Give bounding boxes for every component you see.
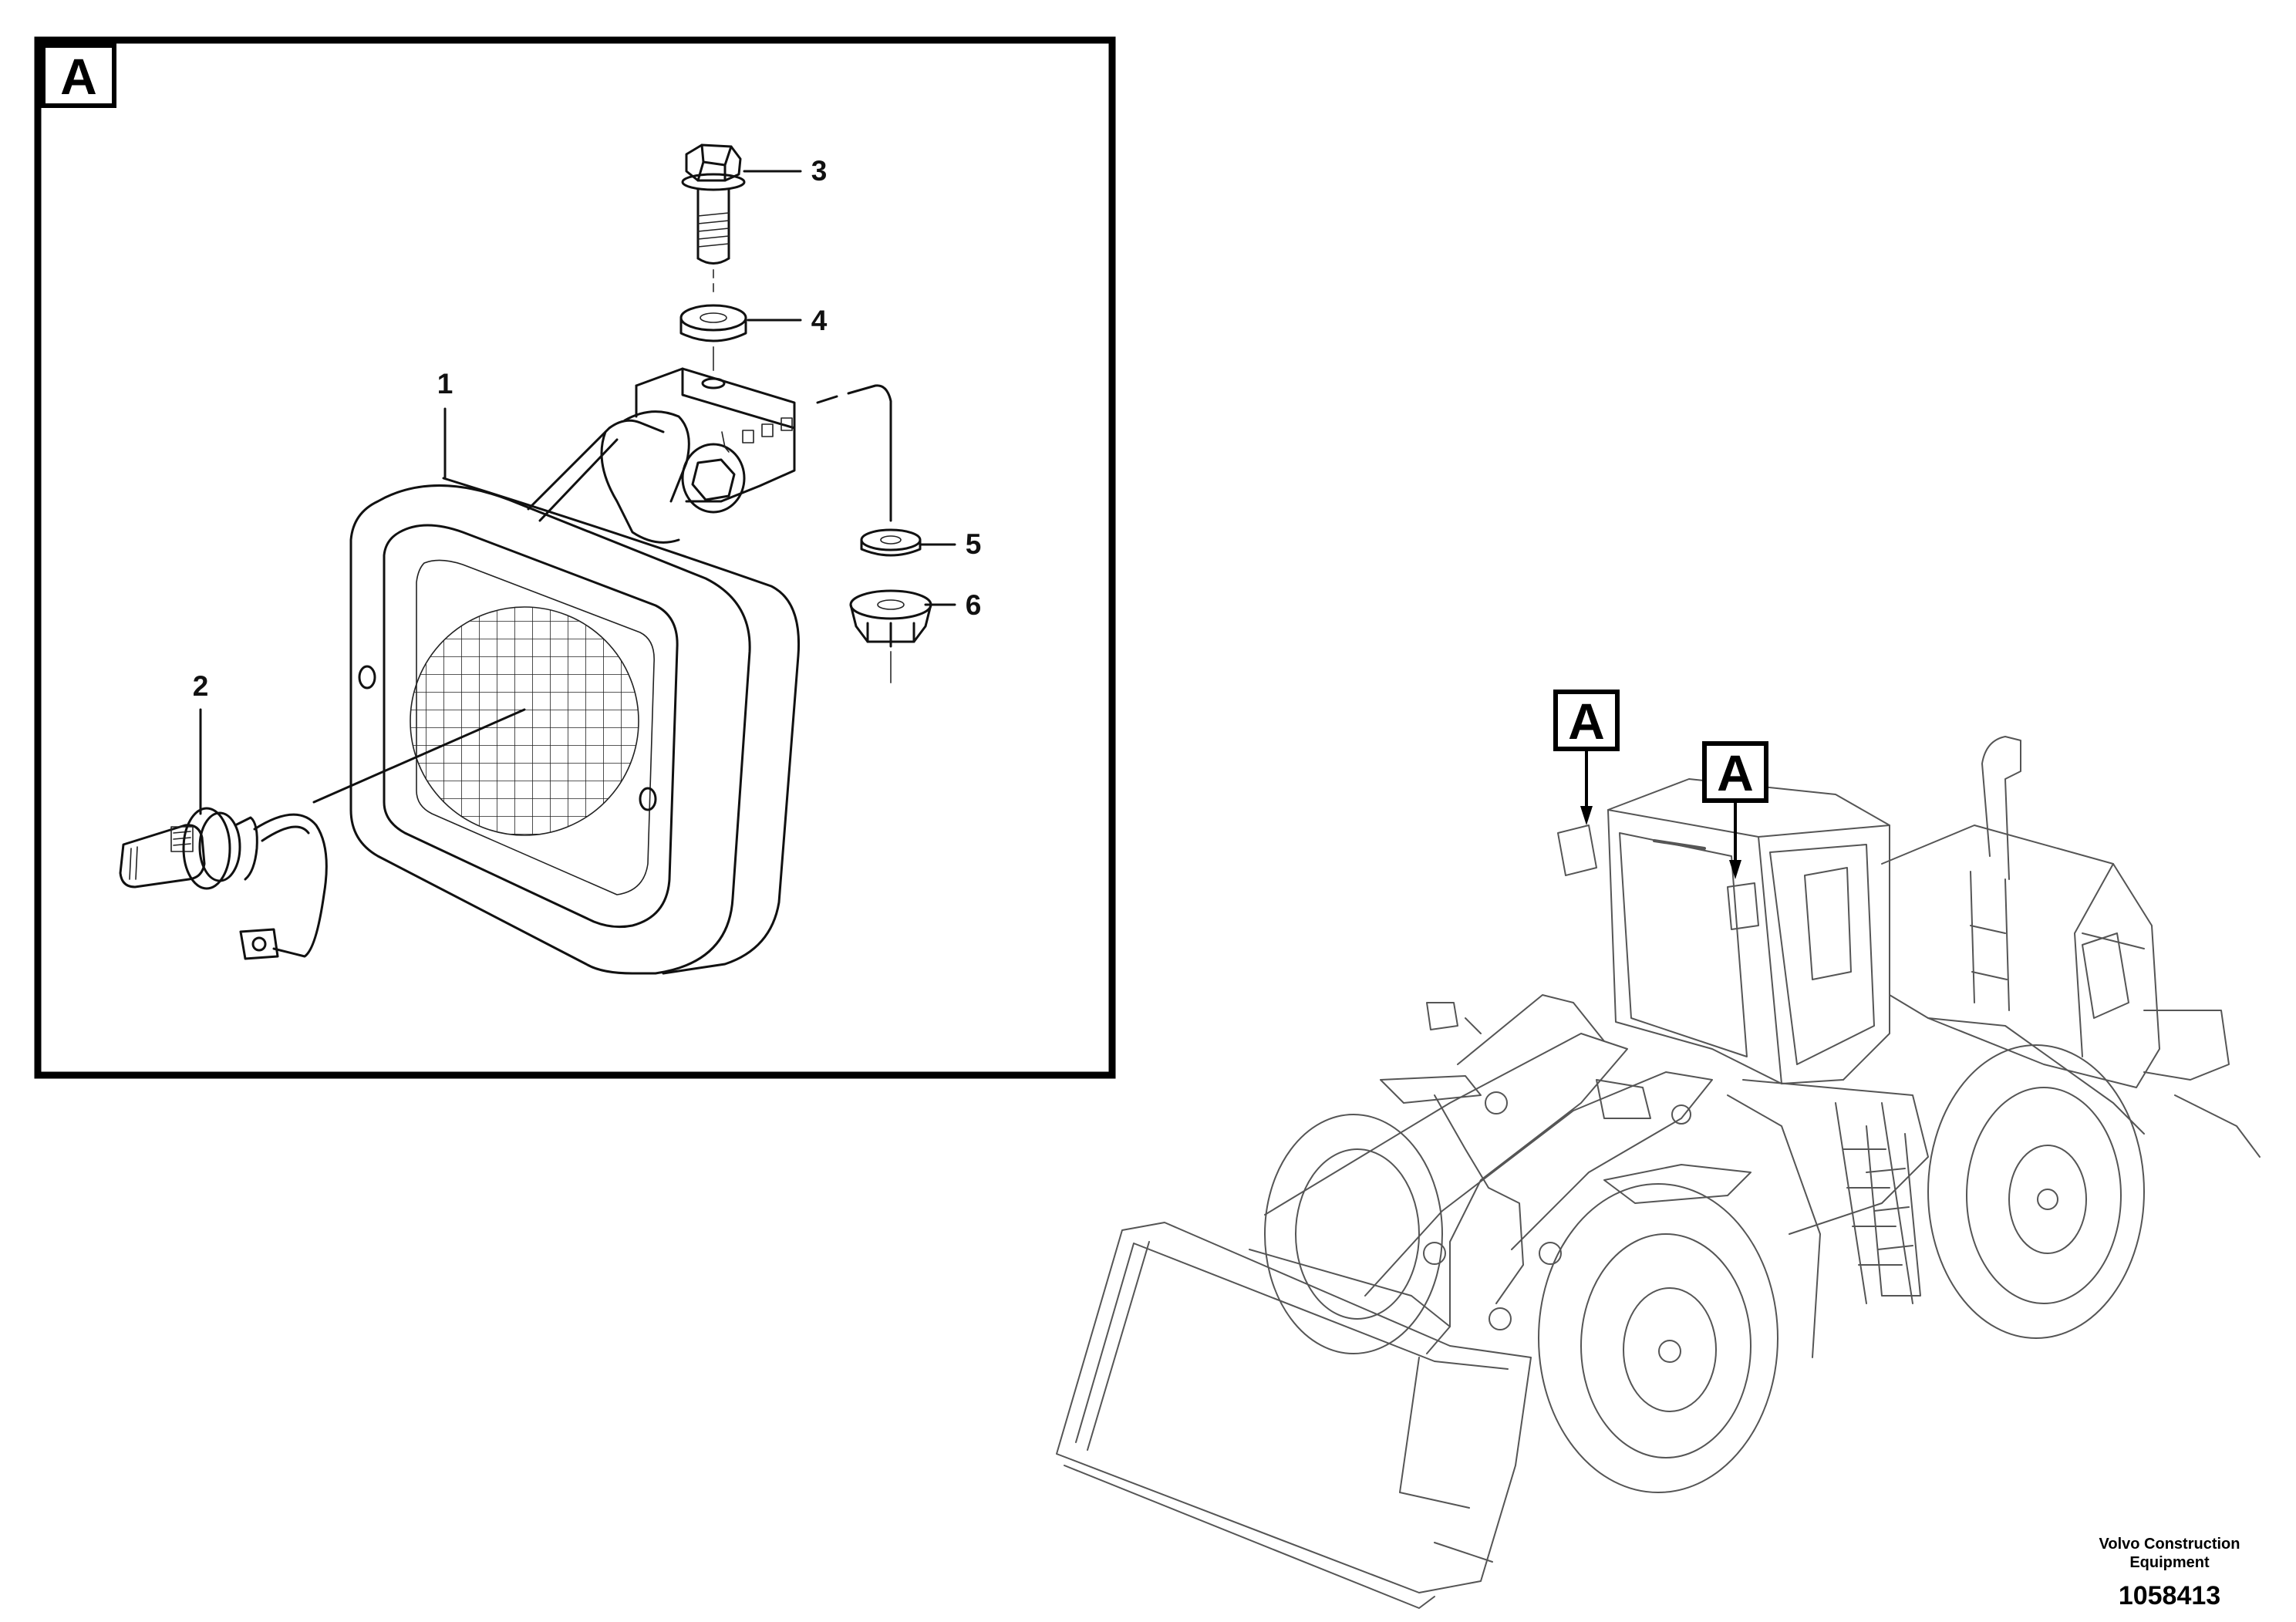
callout-1: 1 [437, 368, 453, 400]
leader-1b [312, 708, 526, 804]
wheel-loader-illustration [1056, 736, 2261, 1609]
brand-line-2: Equipment [2129, 1554, 2210, 1571]
overview-tag-left-label: A [1568, 693, 1605, 750]
engine-hood [1881, 824, 2160, 1088]
rear-wheel [1927, 1044, 2145, 1339]
cable-segment-1 [816, 395, 838, 404]
callout-6: 6 [966, 589, 982, 621]
callouts: 1 2 3 4 5 6 [193, 155, 982, 702]
callout-5: 5 [966, 528, 982, 560]
bucket [1056, 1222, 1532, 1593]
callout-4: 4 [811, 305, 828, 336]
flange-nut [849, 589, 932, 683]
thick-washer [679, 304, 747, 371]
detail-frame: A [34, 36, 1116, 1079]
document-number: 1058413 [2118, 1581, 2221, 1610]
flat-washer [860, 528, 922, 557]
flange-bolt [681, 143, 746, 298]
leader-lines [199, 170, 956, 815]
cable-segment-2 [847, 384, 892, 522]
front-wheel [1538, 1183, 1778, 1493]
detail-tag-label: A [60, 48, 97, 105]
halogen-bulb [119, 807, 328, 960]
brand-line-1: Volvo Construction [2099, 1536, 2240, 1553]
callout-3: 3 [811, 155, 828, 187]
overview-tag-right: A [1702, 741, 1768, 879]
overview-tag-left: A [1553, 690, 1620, 825]
lamp-mount-bracket [527, 367, 796, 544]
callout-2: 2 [193, 670, 209, 702]
cab [1607, 778, 1890, 1084]
footer-brand-block: Volvo Construction Equipment 1058413 [2077, 1535, 2262, 1611]
exhaust-pipe [1981, 736, 2021, 880]
work-lamp-housing [349, 477, 801, 975]
overview-tag-right-label: A [1717, 744, 1754, 801]
